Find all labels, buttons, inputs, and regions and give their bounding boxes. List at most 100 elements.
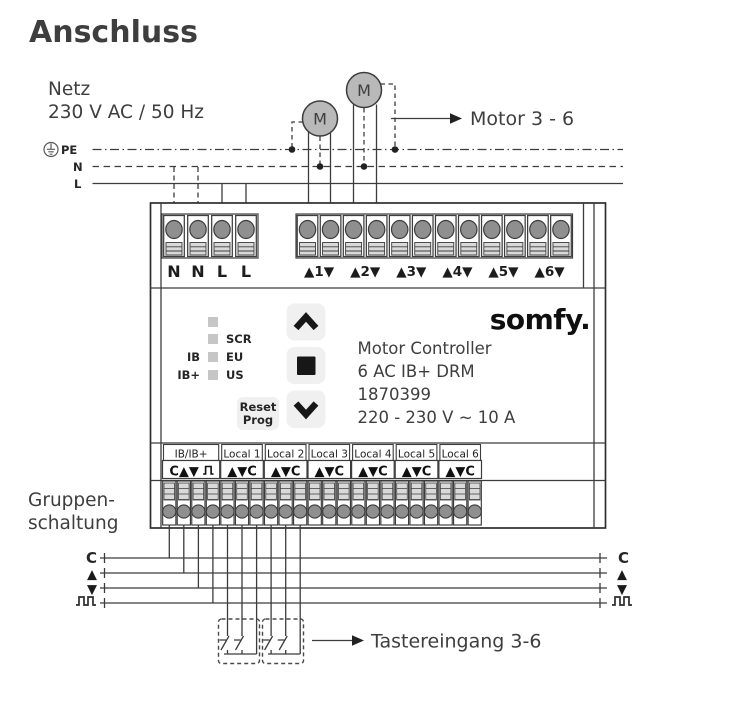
screw-terminal [438, 480, 453, 526]
tastereingang-label: Tastereingang 3-6 [370, 631, 541, 653]
led-scr [208, 334, 218, 344]
pe-label: PE [61, 143, 77, 157]
top-terminal-row [163, 214, 572, 258]
group-symbols: ▲▼C [315, 465, 345, 480]
pulse-icon [76, 596, 96, 606]
led-us [208, 370, 218, 380]
screw-terminal [319, 214, 342, 258]
power-terminal-label: L [241, 262, 251, 281]
power-terminal-label: N [167, 262, 180, 281]
terminal-group-label: IB/IB+ C▲▼ [161, 443, 221, 480]
led-label-eu: EU [226, 350, 243, 364]
screw-terminal [550, 214, 572, 258]
bus-lines [100, 525, 607, 608]
group-name: IB/IB+ [175, 449, 208, 461]
screw-terminal [211, 214, 233, 258]
mains-spec: 230 V AC / 50 Hz [48, 102, 204, 123]
up-button [286, 303, 326, 341]
motor-terminal-label: ▲2▼ [350, 264, 381, 280]
group-name: Local 1 [223, 449, 260, 461]
screw-terminal [234, 480, 250, 526]
product-model: 6 AC IB+ DRM [358, 362, 475, 381]
control-buttons [286, 303, 326, 428]
mains-labels: Netz 230 V AC / 50 Hz PE N L [43, 79, 204, 191]
junction-dots [288, 146, 399, 170]
product-ref: 1870399 [358, 385, 432, 404]
stop-icon [297, 356, 316, 375]
screw-terminal [480, 214, 503, 258]
group-bus: Gruppen- schaltung C ▲ ▼ C ▲ ▼ [28, 490, 632, 608]
screw-terminal [467, 480, 482, 526]
screw-terminal [296, 214, 319, 258]
screw-terminal [351, 480, 366, 526]
product-info: Motor Controller 6 AC IB+ DRM 1870399 22… [358, 339, 517, 427]
led-label-ib: IB [187, 350, 200, 364]
screw-terminal [278, 480, 293, 526]
pulse-icon [203, 465, 214, 475]
bus-left-c: C [86, 549, 97, 567]
group-symbols: ▲▼C [358, 465, 388, 480]
power-terminal-label: L [217, 262, 227, 281]
l-label: L [74, 177, 82, 191]
screw-terminal [342, 214, 365, 258]
prog-label: Prog [243, 413, 273, 427]
screw-terminal [388, 214, 411, 258]
screw-terminal [526, 214, 549, 258]
terminal-group-label: Local 6▲▼C [438, 443, 483, 480]
screw-terminal [365, 214, 388, 258]
screw-terminal [307, 480, 322, 526]
led-label-scr: SCR [226, 332, 252, 346]
screw-terminal [411, 214, 434, 258]
down-button [286, 390, 326, 428]
motor-2: M [345, 71, 396, 216]
gruppenschaltung-label-2: schaltung [28, 513, 118, 534]
page-title: Anschluss [29, 15, 198, 50]
group-symbols: C▲▼ [169, 465, 199, 480]
led-label-us: US [226, 368, 244, 382]
group-symbols: ▲▼C [227, 465, 257, 480]
terminal-group-label: Local 2 ▲▼C [263, 443, 308, 480]
screw-terminal [434, 214, 457, 258]
mains-lines [92, 148, 623, 185]
motor-terminal-label: ▲4▼ [442, 264, 473, 280]
screw-terminal [163, 214, 185, 258]
terminal-group-label: Local 1 ▲▼C [220, 443, 264, 480]
tastereingang-pointer: Tastereingang 3-6 [312, 631, 541, 653]
led-block: SCR EU US IB IB+ [177, 317, 252, 382]
screw-terminal [380, 480, 395, 526]
terminal-group-label: Local 5▲▼C [394, 443, 439, 480]
screw-terminal [457, 214, 480, 258]
screw-terminal [176, 480, 191, 526]
screw-terminal [365, 480, 381, 526]
group-symbols: ▲▼C [402, 465, 432, 480]
group-symbols: ▲▼C [271, 465, 301, 480]
pulse-icon [612, 596, 632, 606]
power-terminal-label: N [191, 262, 204, 281]
screw-terminal [191, 480, 206, 526]
switch-symbols [219, 635, 301, 655]
product-name: Motor Controller [358, 339, 492, 358]
bus-right-up: ▲ [617, 568, 627, 583]
somfy-logo: somfy. [490, 303, 591, 336]
switch-box-1 [217, 618, 261, 665]
motor-symbol: M [313, 110, 327, 129]
screw-terminal [423, 480, 439, 526]
screw-terminal [452, 480, 468, 526]
led-label-ibplus: IB+ [177, 368, 200, 382]
chevron-down-icon [293, 401, 319, 420]
mains-name: Netz [48, 79, 90, 100]
bus-right-down: ▼ [617, 583, 627, 598]
screw-terminal [394, 480, 410, 526]
screw-terminal [220, 480, 235, 526]
screw-terminal [336, 480, 351, 526]
motor-terminal-label: ▲5▼ [488, 264, 519, 280]
group-name: Local 6 [442, 449, 480, 461]
group-name: Local 2 [267, 449, 304, 461]
product-rating: 220 - 230 V ~ 10 A [358, 408, 517, 427]
terminal-group-label: Local 4▲▼C [351, 443, 395, 480]
screw-terminal [162, 480, 177, 526]
